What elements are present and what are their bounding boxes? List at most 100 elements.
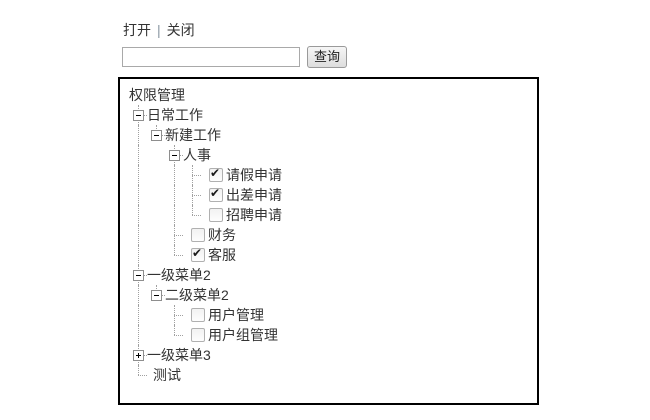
search-input[interactable] — [122, 47, 300, 67]
tree-guide-line — [138, 245, 139, 265]
tree-node-row: 测试 — [129, 365, 537, 385]
tree-node-label[interactable]: 招聘申请 — [226, 207, 282, 223]
tree-connector — [165, 145, 183, 165]
tree-connector — [129, 145, 147, 165]
tree-node-row: 出差申请 — [129, 185, 537, 205]
tree-node-row: 二级菜单2 — [129, 285, 537, 305]
tree-connector — [129, 365, 147, 385]
checkbox[interactable] — [191, 228, 205, 242]
tree-node-label[interactable]: 用户组管理 — [208, 327, 278, 343]
tree-node-label[interactable]: 一级菜单3 — [147, 347, 211, 363]
tree-connector — [129, 245, 147, 265]
tree-node-row: 人事 — [129, 145, 537, 165]
checkbox[interactable] — [191, 308, 205, 322]
expander-minus-icon[interactable] — [151, 130, 162, 141]
close-link[interactable]: 关闭 — [166, 22, 195, 38]
tree-connector — [129, 165, 147, 185]
tree-connector — [129, 305, 147, 325]
tree-connector — [165, 205, 183, 225]
tree-guide-line — [138, 285, 139, 305]
expander-plus-icon[interactable] — [133, 350, 144, 361]
tree-node-label[interactable]: 财务 — [208, 227, 236, 243]
tree-connector — [129, 225, 147, 245]
checkbox[interactable] — [191, 246, 205, 262]
tree-connector — [129, 205, 147, 225]
checkbox[interactable] — [191, 328, 205, 342]
tree-guide-line — [192, 175, 201, 176]
tree-node-row: 请假申请 — [129, 165, 537, 185]
tree-guide-line — [138, 365, 139, 375]
tree-connector — [147, 205, 165, 225]
tree-guide-line — [138, 325, 139, 345]
search-bar: 查询 — [122, 46, 347, 68]
tree-node-label[interactable]: 出差申请 — [226, 187, 282, 203]
tree-guide-line — [138, 165, 139, 185]
tree-guide-line — [174, 205, 175, 225]
tree-connector — [147, 305, 165, 325]
expander-minus-icon[interactable] — [133, 110, 144, 121]
tree-node-row: 用户管理 — [129, 305, 537, 325]
checkbox[interactable] — [209, 166, 223, 182]
tree-connector — [165, 185, 183, 205]
tree-node-label[interactable]: 二级菜单2 — [165, 287, 229, 303]
checkbox[interactable] — [209, 208, 223, 222]
tree-connector — [165, 165, 183, 185]
tree-connector — [183, 185, 201, 205]
tree-guide-line — [174, 335, 183, 336]
tree-node-label[interactable]: 请假申请 — [226, 167, 282, 183]
tree-node-row: 一级菜单2 — [129, 265, 537, 285]
tree-guide-line — [138, 305, 139, 325]
tree-connector — [165, 305, 183, 325]
tree-guide-line — [138, 185, 139, 205]
tree-connector — [147, 225, 165, 245]
tree-node-row: 新建工作 — [129, 125, 537, 145]
tree-connector — [129, 265, 147, 285]
tree-node-label[interactable]: 新建工作 — [165, 127, 221, 143]
tree-node-label[interactable]: 测试 — [153, 367, 181, 383]
tree-node-label[interactable]: 用户管理 — [208, 307, 264, 323]
tree-guide-line — [174, 235, 183, 236]
tree-connector — [147, 325, 165, 345]
tree-guide-line — [174, 165, 175, 185]
checkbox[interactable] — [209, 186, 223, 202]
tree-guide-line — [138, 145, 139, 165]
tree-guide-line — [192, 195, 201, 196]
tree-guide-line — [138, 375, 147, 376]
tree-connector — [129, 105, 147, 125]
tree-connector — [129, 345, 147, 365]
tree-node-label[interactable]: 客服 — [208, 247, 236, 263]
tree-node-row: 客服 — [129, 245, 537, 265]
link-separator: | — [157, 22, 161, 38]
tree-guide-line — [174, 325, 175, 335]
tree-guide-line — [174, 255, 183, 256]
tree-connector — [165, 325, 183, 345]
query-button[interactable]: 查询 — [307, 46, 347, 68]
tree-node-row: 一级菜单3 — [129, 345, 537, 365]
tree-connector — [183, 165, 201, 185]
tree-guide-line — [138, 125, 139, 145]
tree-connector — [129, 185, 147, 205]
tree-guide-line — [174, 185, 175, 205]
expander-minus-icon[interactable] — [151, 290, 162, 301]
tree-node-label[interactable]: 日常工作 — [147, 107, 203, 123]
tree-connector — [165, 225, 183, 245]
tree-connector — [129, 285, 147, 305]
tree-connector — [147, 185, 165, 205]
tree-guide-line — [138, 205, 139, 225]
open-link[interactable]: 打开 — [123, 22, 151, 38]
expander-minus-icon[interactable] — [133, 270, 144, 281]
tree-guide-line — [192, 215, 201, 216]
permission-tree: 权限管理日常工作新建工作人事请假申请出差申请招聘申请财务客服一级菜单2 二级菜单2… — [118, 77, 539, 405]
toolbar-links: 打开 | 关闭 — [123, 20, 195, 40]
expander-minus-icon[interactable] — [169, 150, 180, 161]
tree-node-label[interactable]: 一级菜单2 — [147, 267, 211, 283]
tree-connector — [147, 125, 165, 145]
tree-node-row: 财务 — [129, 225, 537, 245]
tree-connector — [147, 285, 165, 305]
tree-node-label[interactable]: 权限管理 — [129, 87, 185, 103]
tree-guide-line — [138, 225, 139, 245]
tree-guide-line — [174, 245, 175, 255]
tree-node-row: 权限管理 — [129, 85, 537, 105]
tree-node-label[interactable]: 人事 — [183, 147, 211, 163]
tree-guide-line — [192, 205, 193, 215]
